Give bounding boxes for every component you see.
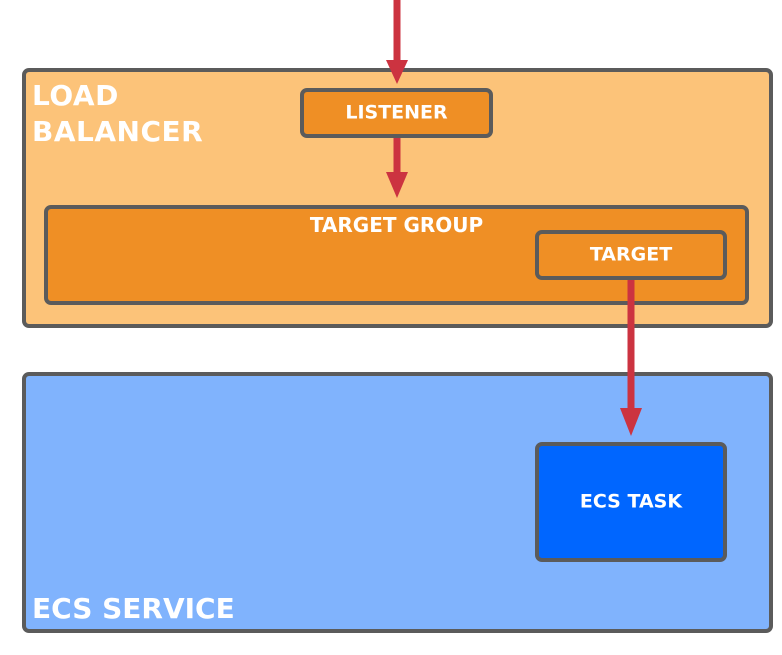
target-group-label: TARGET GROUP xyxy=(309,213,484,237)
listener-node: LISTENER xyxy=(300,88,493,138)
ecs-task-label: ECS TASK xyxy=(579,490,683,513)
target-node: TARGET xyxy=(535,230,727,280)
load-balancer-label: LOAD BALANCER xyxy=(32,79,204,148)
target-label: TARGET xyxy=(589,243,673,266)
listener-label: LISTENER xyxy=(345,101,448,124)
ecs-service-label: ECS SERVICE xyxy=(32,592,235,625)
ecs-task-node: ECS TASK xyxy=(535,442,727,562)
